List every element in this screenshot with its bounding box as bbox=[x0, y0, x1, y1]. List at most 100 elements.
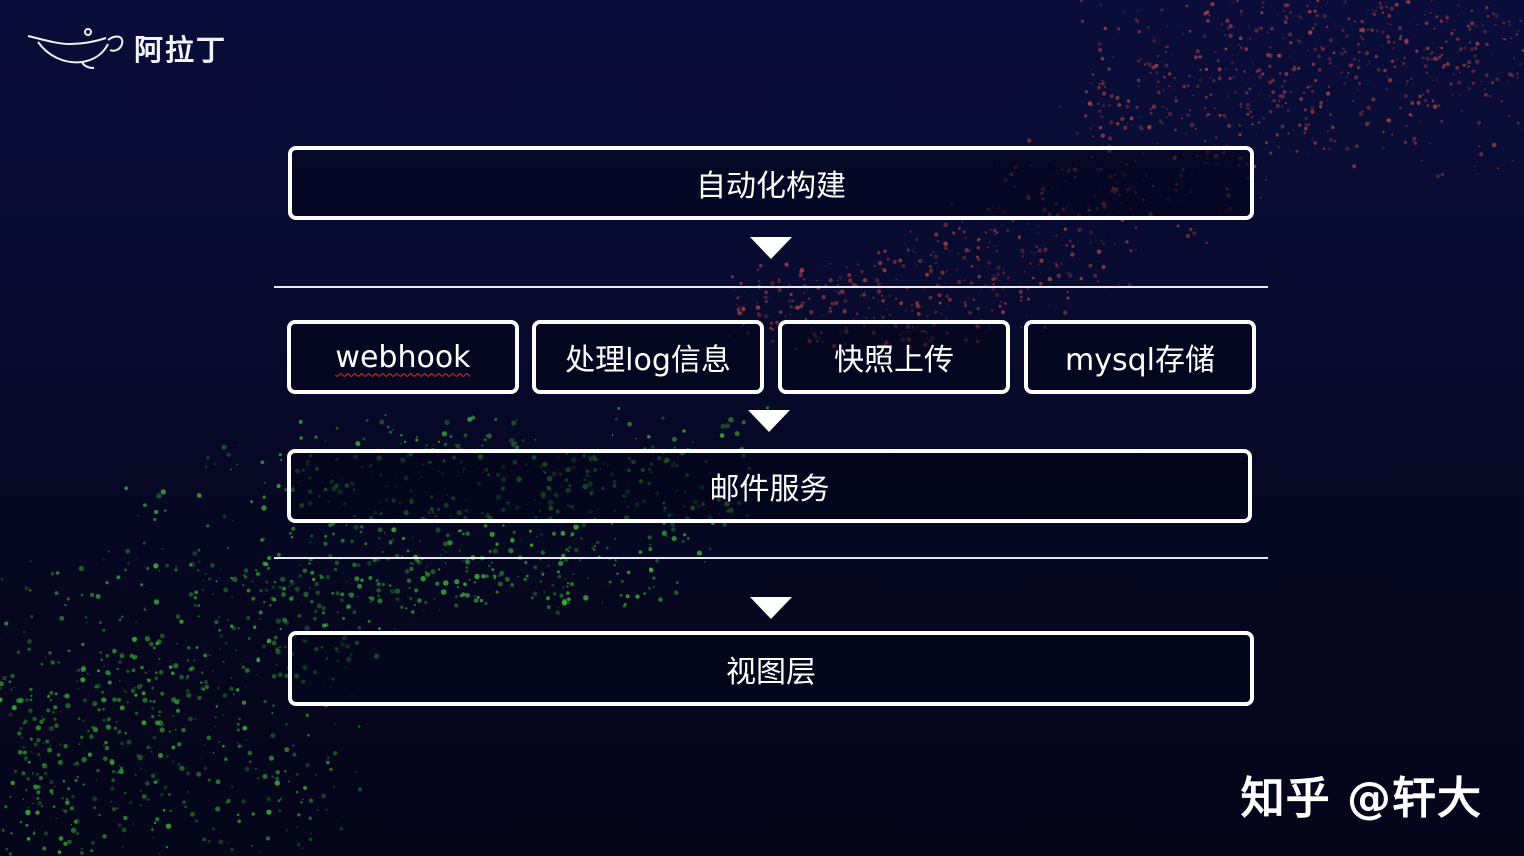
particle-dot bbox=[215, 705, 219, 708]
particle-dot bbox=[292, 595, 295, 598]
particle-dot bbox=[279, 646, 281, 648]
particle-dot bbox=[151, 825, 154, 828]
particle-dot bbox=[409, 597, 413, 600]
particle-dot bbox=[1156, 80, 1160, 84]
particle-dot bbox=[724, 423, 731, 429]
particle-dot bbox=[1311, 26, 1315, 30]
particle-dot bbox=[144, 605, 147, 608]
particle-dot bbox=[1260, 27, 1263, 30]
particle-dot bbox=[998, 304, 1002, 308]
particle-dot bbox=[265, 580, 269, 584]
particle-dot bbox=[919, 305, 923, 308]
particle-dot bbox=[33, 784, 38, 789]
particle-dot bbox=[1359, 35, 1363, 39]
particle-dot bbox=[744, 291, 746, 293]
particle-dot bbox=[29, 698, 33, 702]
particle-dot bbox=[1293, 65, 1296, 69]
particle-dot bbox=[1502, 37, 1504, 40]
particle-dot bbox=[576, 525, 580, 529]
particle-dot bbox=[1186, 113, 1190, 117]
particle-dot bbox=[946, 305, 949, 307]
particle-dot bbox=[323, 541, 328, 546]
particle-dot bbox=[996, 265, 1001, 270]
particle-dot bbox=[661, 530, 667, 536]
particle-dot bbox=[104, 745, 110, 751]
particle-dot bbox=[70, 827, 77, 834]
particle-dot bbox=[569, 582, 575, 587]
particle-dot bbox=[184, 805, 188, 809]
particle-dot bbox=[1039, 281, 1043, 286]
particle-dot bbox=[154, 509, 159, 515]
particle-dot bbox=[1410, 101, 1415, 105]
particle-dot bbox=[1084, 90, 1089, 94]
particle-dot bbox=[19, 821, 22, 824]
particle-dot bbox=[177, 742, 182, 747]
particle-dot bbox=[1405, 124, 1408, 128]
particle-dot bbox=[92, 727, 99, 733]
particle-dot bbox=[57, 760, 63, 765]
particle-dot bbox=[212, 670, 215, 673]
particle-dot bbox=[787, 299, 792, 303]
particle-dot bbox=[158, 658, 161, 660]
particle-dot bbox=[1257, 74, 1263, 80]
particle-dot bbox=[32, 716, 37, 722]
particle-dot bbox=[263, 699, 267, 704]
particle-dot bbox=[570, 535, 573, 537]
particle-dot bbox=[46, 708, 51, 713]
particle-dot bbox=[1017, 237, 1021, 240]
particle-dot bbox=[348, 592, 355, 598]
particle-dot bbox=[33, 784, 39, 790]
particle-dot bbox=[92, 796, 98, 802]
particle-dot bbox=[545, 596, 551, 601]
particle-dot bbox=[1429, 11, 1432, 14]
particle-dot bbox=[1055, 306, 1057, 309]
particle-dot bbox=[1471, 81, 1476, 86]
particle-dot bbox=[1407, 107, 1409, 109]
particle-dot bbox=[855, 312, 859, 315]
particle-dot bbox=[308, 837, 313, 842]
particle-dot bbox=[262, 495, 266, 499]
particle-dot bbox=[1418, 94, 1422, 98]
particle-dot bbox=[352, 610, 357, 615]
particle-dot bbox=[1343, 82, 1347, 85]
particle-dot bbox=[1188, 74, 1191, 78]
particle-dot bbox=[1479, 152, 1484, 157]
particle-dot bbox=[1255, 78, 1257, 80]
particle-dot bbox=[101, 690, 105, 694]
particle-dot bbox=[976, 269, 978, 272]
particle-dot bbox=[756, 312, 760, 315]
particle-dot bbox=[1188, 109, 1192, 112]
particle-dot bbox=[1109, 295, 1112, 297]
particle-dot bbox=[1478, 145, 1481, 148]
particle-dot bbox=[190, 666, 195, 671]
particle-dot bbox=[510, 538, 515, 543]
particle-dot bbox=[1145, 61, 1148, 64]
particle-dot bbox=[289, 580, 295, 586]
particle-dot bbox=[1089, 241, 1092, 244]
particle-dot bbox=[321, 611, 326, 615]
particle-dot bbox=[872, 296, 875, 299]
particle-dot bbox=[758, 280, 761, 283]
particle-dot bbox=[326, 760, 330, 765]
particle-dot bbox=[1172, 88, 1174, 91]
particle-dot bbox=[1327, 85, 1330, 88]
particle-dot bbox=[492, 574, 495, 577]
particle-dot bbox=[30, 614, 34, 619]
particle-dot bbox=[213, 463, 216, 466]
particle-dot bbox=[1265, 178, 1268, 181]
particle-dot bbox=[25, 809, 31, 816]
particle-dot bbox=[1240, 106, 1242, 109]
arrow-down-icon bbox=[750, 597, 792, 619]
particle-dot bbox=[270, 733, 276, 739]
particle-dot bbox=[324, 440, 327, 443]
particle-dot bbox=[635, 437, 637, 440]
view-layer-box: 视图层 bbox=[288, 631, 1254, 706]
particle-dot bbox=[236, 688, 240, 692]
particle-dot bbox=[620, 579, 624, 583]
particle-dot bbox=[1476, 172, 1479, 175]
particle-dot bbox=[1137, 10, 1139, 12]
particle-dot bbox=[1270, 26, 1274, 31]
particle-dot bbox=[0, 637, 3, 640]
particle-dot bbox=[78, 669, 81, 671]
particle-dot bbox=[915, 264, 918, 267]
